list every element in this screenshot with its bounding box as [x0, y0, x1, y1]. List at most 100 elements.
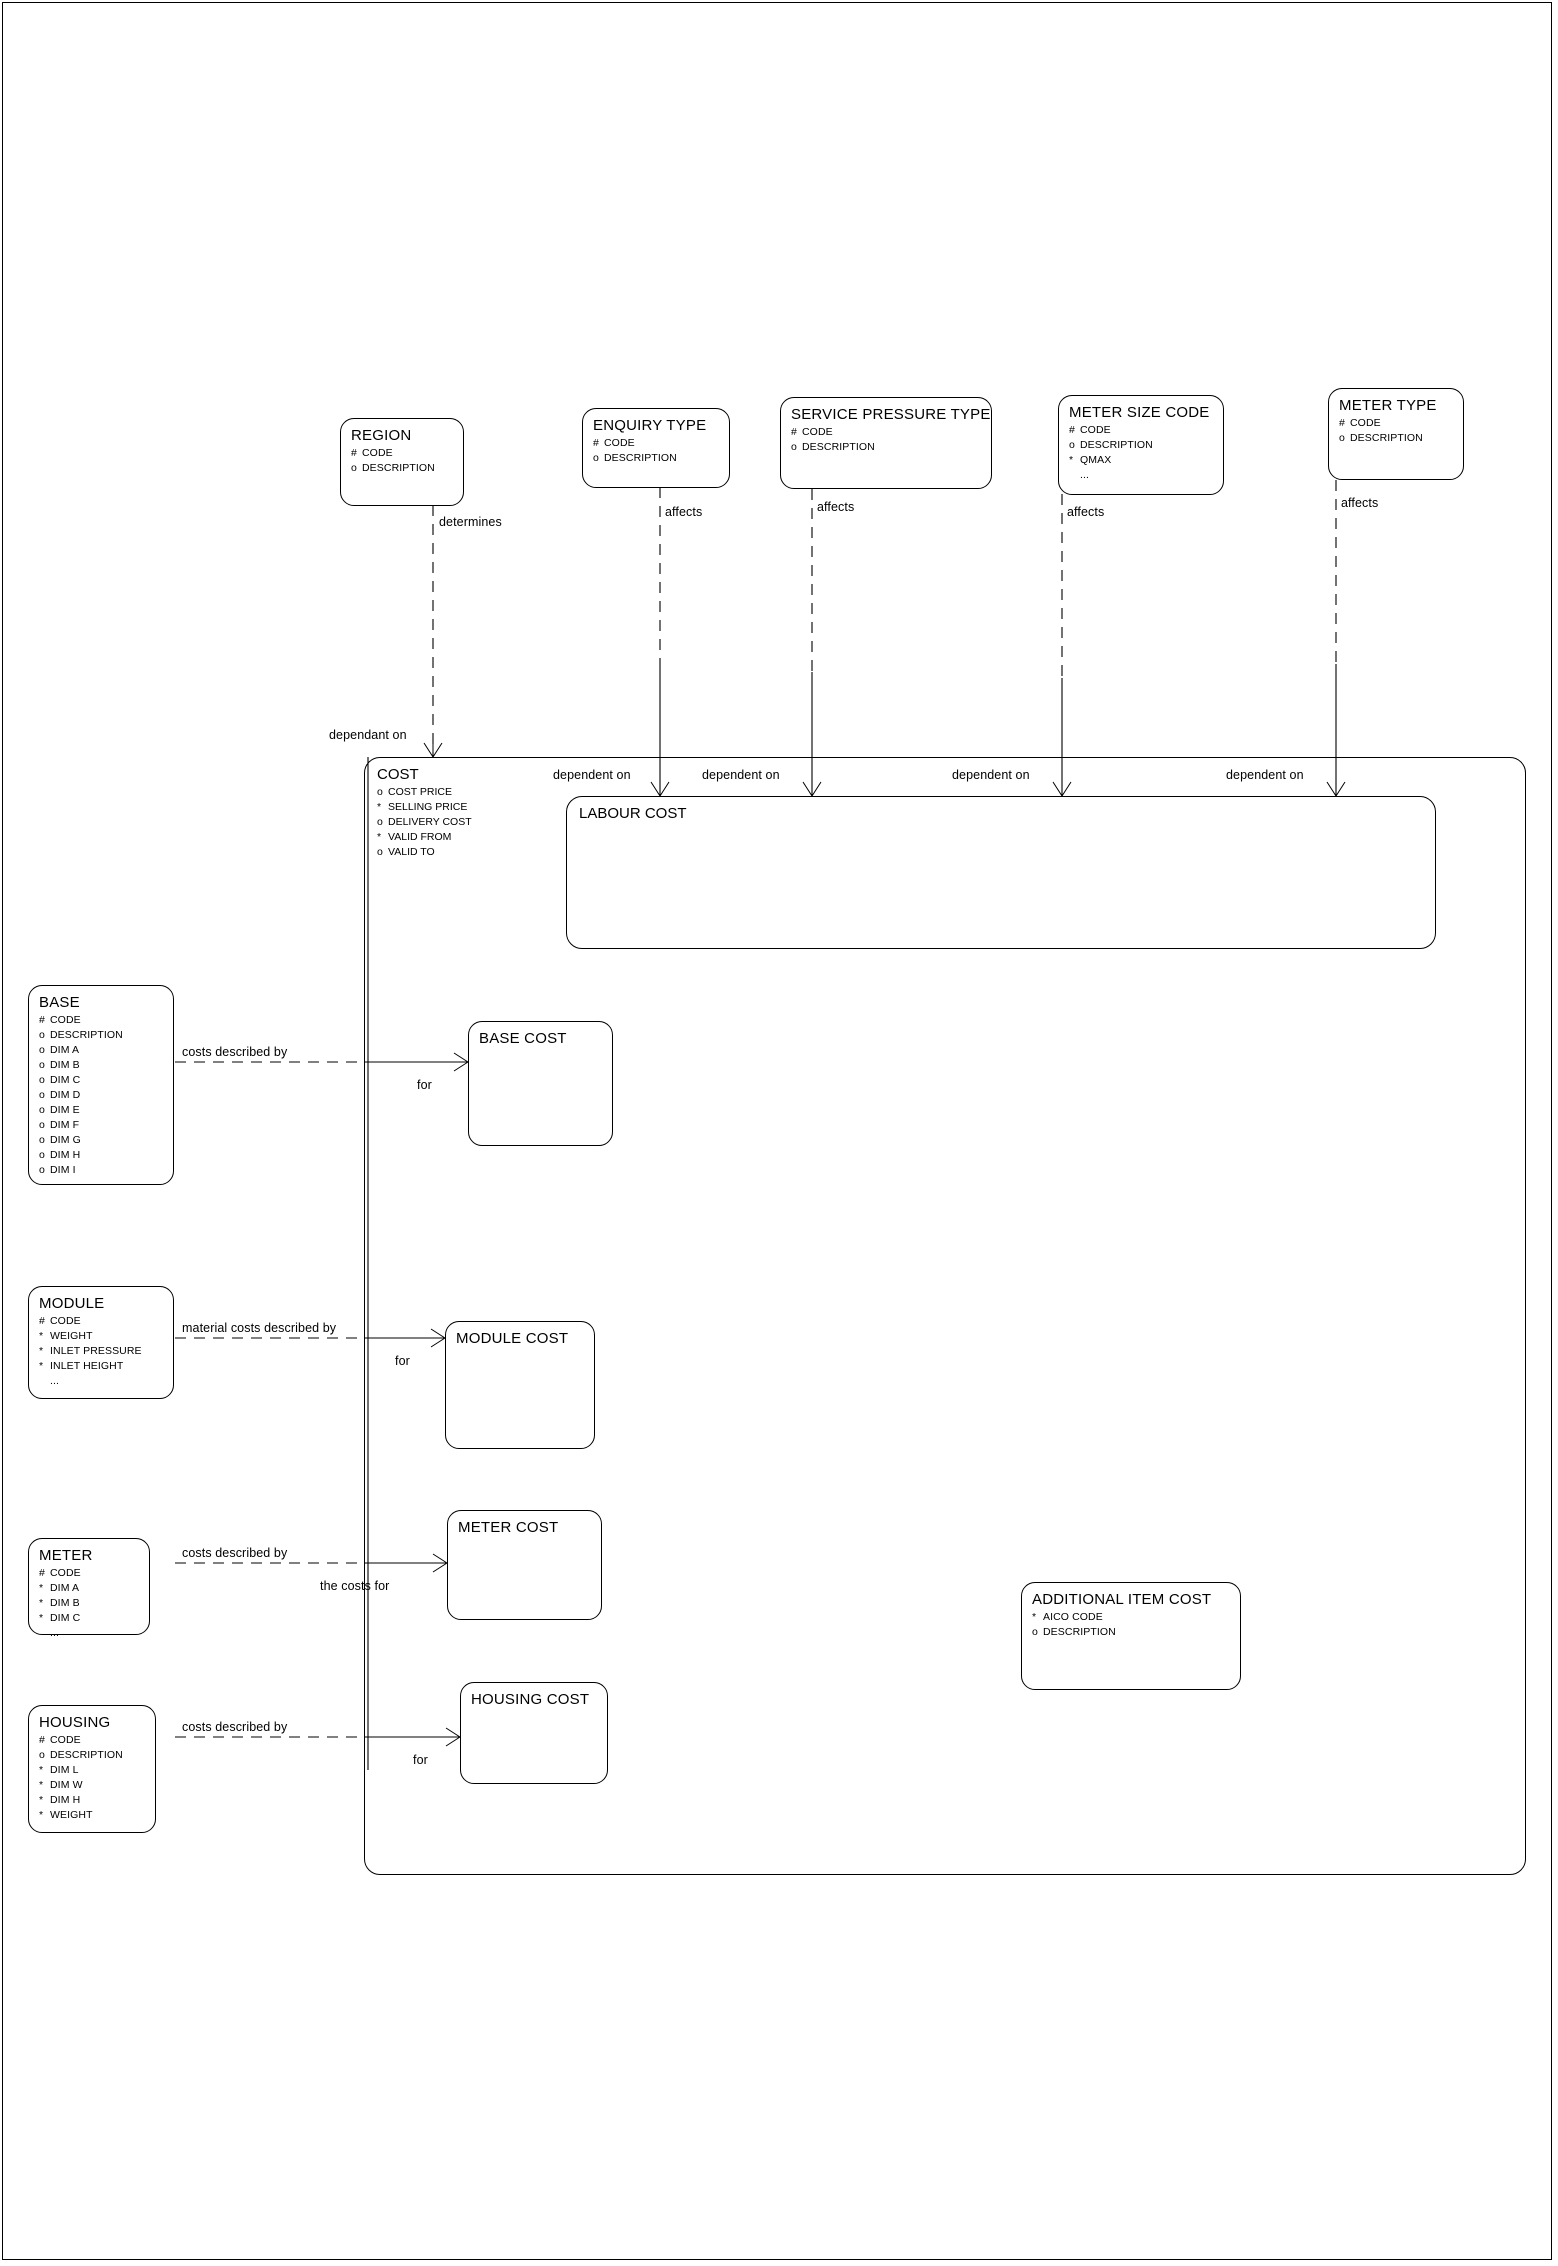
attribute-marker: #: [39, 1315, 45, 1327]
entity-meter[interactable]: METER #CODE *DIM A *DIM B *DIM C ...: [28, 1538, 150, 1639]
attribute-marker: o: [1032, 1626, 1038, 1638]
entity-enquiry-type-title: ENQUIRY TYPE: [593, 417, 707, 434]
attribute-row: o DESCRIPTION: [1032, 1625, 1240, 1640]
attribute-marker: o: [593, 452, 599, 464]
rel-label-enquiry-dependent-on: dependent on: [553, 768, 631, 782]
attribute-row: o COST PRICE: [377, 785, 1525, 800]
attribute-label: DIM A: [50, 1044, 80, 1056]
attribute-marker: *: [39, 1345, 44, 1357]
rel-label-base-for: for: [417, 1078, 432, 1092]
entity-base-cost[interactable]: BASE COST: [468, 1021, 613, 1146]
attribute-label: DIM F: [50, 1119, 80, 1131]
attribute-row: * INLET PRESSURE: [39, 1344, 173, 1359]
attribute-label: SELLING PRICE: [388, 801, 468, 813]
entity-module-cost[interactable]: MODULE COST: [445, 1321, 595, 1449]
attribute-marker: *: [39, 1764, 44, 1776]
entity-meter-type-title: METER TYPE: [1339, 397, 1437, 414]
attribute-marker: o: [39, 1164, 45, 1176]
rel-label-region-determines: determines: [439, 515, 502, 529]
entity-module-attributes: #CODE *WEIGHT *INLET PRESSURE *INLET HEI…: [29, 1314, 173, 1389]
attribute-label: DESCRIPTION: [1043, 1626, 1116, 1638]
attribute-label: DELIVERY COST: [388, 816, 472, 828]
attribute-label: DIM H: [50, 1794, 81, 1806]
rel-label-meter-the-costs-for: the costs for: [320, 1579, 390, 1593]
crowsfoot-region-cost: [423, 742, 443, 758]
rel-label-meter-type-dependent-on: dependent on: [1226, 768, 1304, 782]
attribute-label: DIM L: [50, 1764, 79, 1776]
entity-labour-cost-title: LABOUR COST: [579, 805, 687, 822]
attribute-label: INLET PRESSURE: [50, 1345, 142, 1357]
rel-label-module-for: for: [395, 1354, 410, 1368]
attribute-row: *WEIGHT: [39, 1808, 155, 1823]
entity-housing-title: HOUSING: [39, 1714, 111, 1731]
attribute-label: AICO CODE: [1043, 1611, 1103, 1623]
attribute-row: o DESCRIPTION: [39, 1028, 173, 1043]
attribute-row: ...: [39, 1374, 173, 1389]
attribute-label: COST PRICE: [388, 786, 452, 798]
attribute-marker: o: [39, 1149, 45, 1161]
attribute-label: CODE: [50, 1734, 81, 1746]
attribute-marker: o: [351, 462, 357, 474]
attribute-row: #CODE: [1339, 416, 1463, 431]
attribute-label: CODE: [50, 1014, 81, 1026]
entity-housing-cost-title: HOUSING COST: [471, 1691, 590, 1708]
attribute-marker: o: [377, 786, 383, 798]
attribute-marker: o: [39, 1749, 45, 1761]
entity-region-attributes: # CODE o DESCRIPTION: [341, 446, 463, 476]
attribute-label: DESCRIPTION: [362, 462, 435, 474]
attribute-label: DESCRIPTION: [1080, 439, 1153, 451]
entity-module[interactable]: MODULE #CODE *WEIGHT *INLET PRESSURE *IN…: [28, 1286, 174, 1399]
attribute-marker: #: [593, 437, 599, 449]
attribute-row: *DIM W: [39, 1778, 155, 1793]
attribute-marker: #: [351, 447, 357, 459]
entity-module-cost-title: MODULE COST: [456, 1330, 569, 1347]
attribute-label: INLET HEIGHT: [50, 1360, 124, 1372]
attribute-marker: *: [39, 1330, 44, 1342]
attribute-label: DIM A: [50, 1582, 80, 1594]
rel-label-base-costs-described-by: costs described by: [182, 1045, 288, 1059]
attribute-label: DESCRIPTION: [1350, 432, 1423, 444]
attribute-marker: o: [39, 1029, 45, 1041]
attribute-marker: #: [1339, 417, 1345, 429]
attribute-label: DESCRIPTION: [50, 1029, 123, 1041]
rel-label-housing-costs-described-by: costs described by: [182, 1720, 288, 1734]
attribute-row: #CODE: [593, 436, 729, 451]
rel-label-module-material-costs-described-by: material costs described by: [182, 1321, 337, 1335]
attribute-marker: #: [39, 1734, 45, 1746]
attribute-label: ...: [50, 1375, 60, 1387]
entity-housing[interactable]: HOUSING # CODE o DESCRIPTION * DIM L *DIM W…: [28, 1705, 156, 1833]
attribute-label: DESCRIPTION: [50, 1749, 123, 1761]
attribute-marker: *: [39, 1597, 44, 1609]
entity-labour-cost[interactable]: LABOUR COST: [566, 796, 1436, 949]
entity-housing-cost[interactable]: HOUSING COST: [460, 1682, 608, 1784]
attribute-row: *DIM B: [39, 1596, 149, 1611]
attribute-row: # CODE: [39, 1733, 155, 1748]
attribute-row: *DIM H: [39, 1793, 155, 1808]
attribute-row: ...: [39, 1626, 149, 1641]
attribute-label: CODE: [362, 447, 393, 459]
rel-label-service-pressure-dependent-on: dependent on: [702, 768, 780, 782]
entity-meter-cost[interactable]: METER COST: [447, 1510, 602, 1620]
attribute-marker: *: [39, 1360, 44, 1372]
attribute-marker: o: [39, 1134, 45, 1146]
attribute-marker: o: [39, 1119, 45, 1131]
attribute-row: *VALID FROM: [377, 830, 1525, 845]
